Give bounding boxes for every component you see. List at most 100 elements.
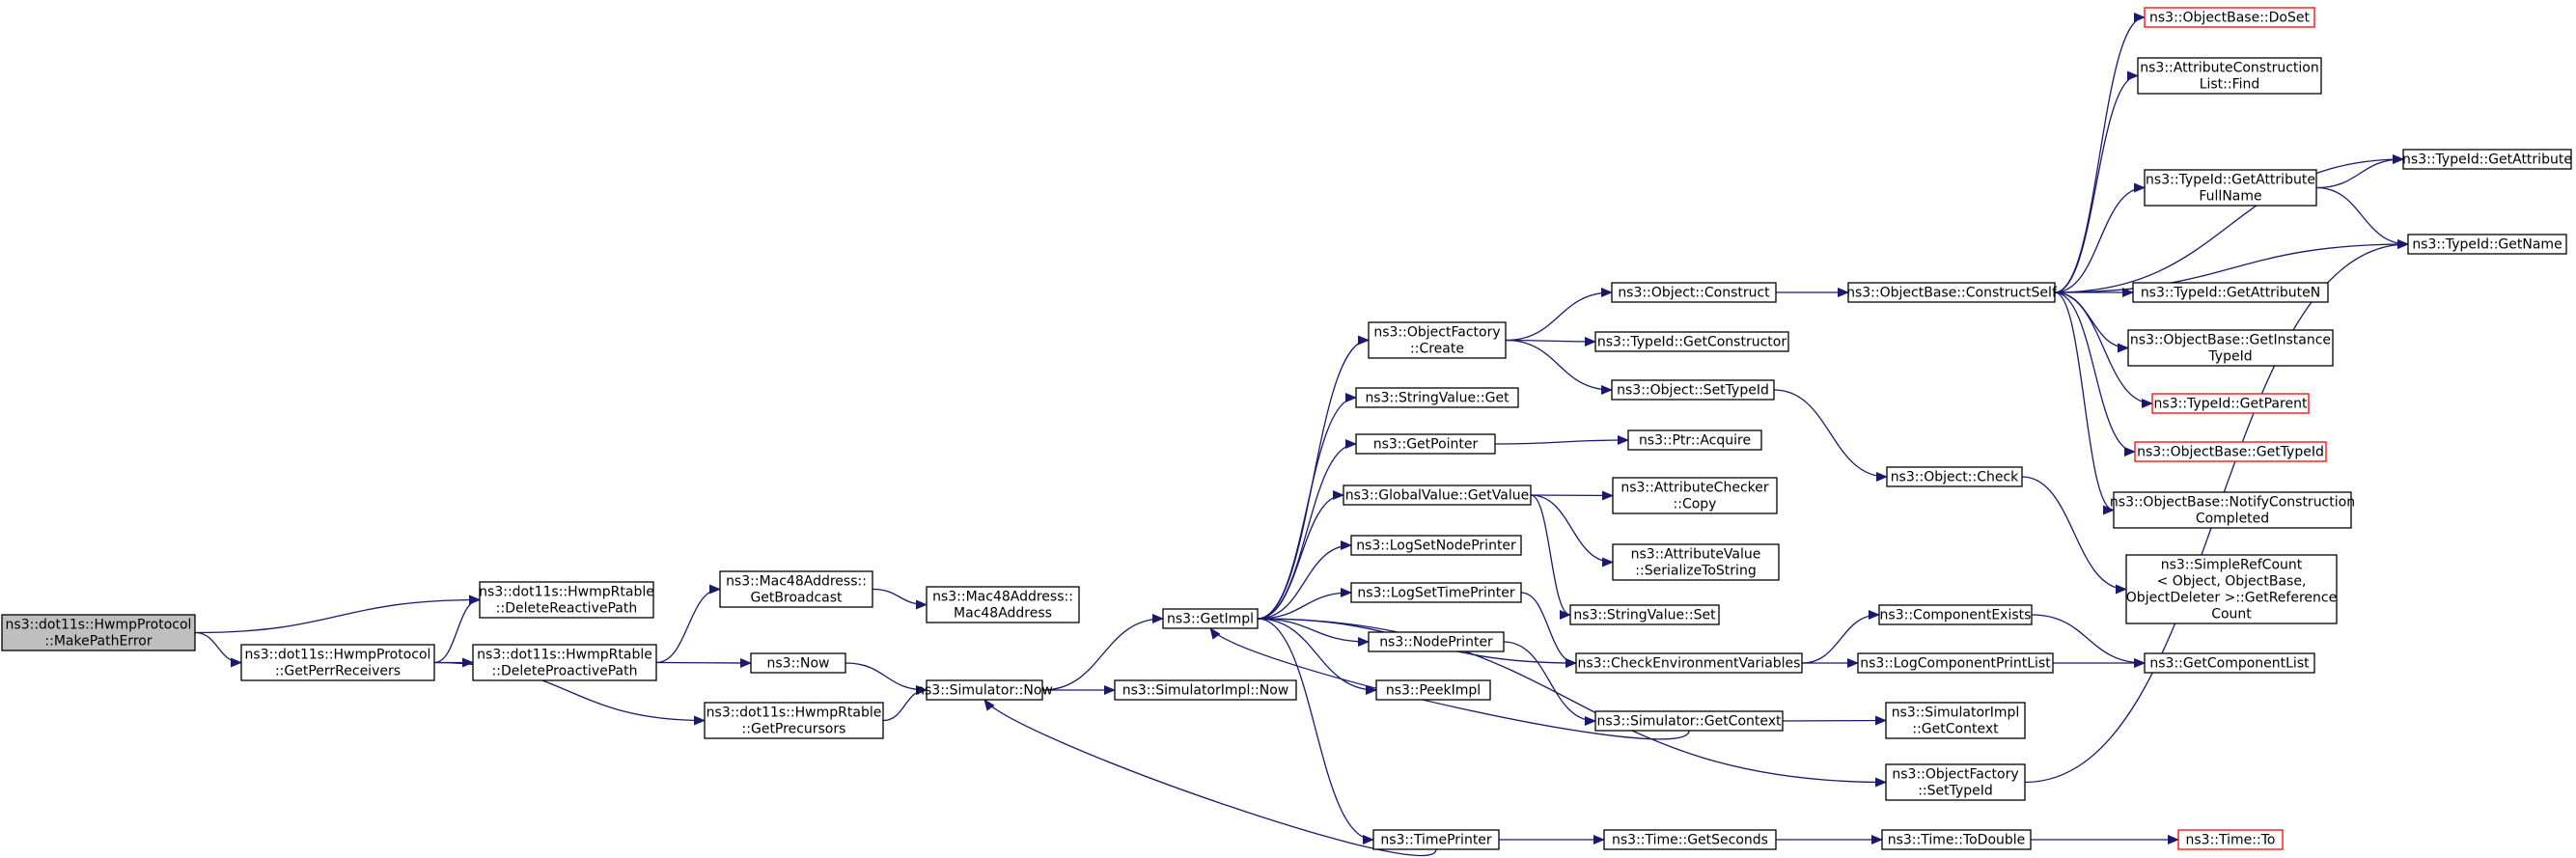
node-log-set-node-printer[interactable]: ns3::LogSetNodePrinter <box>1350 535 1522 556</box>
edge-get-impl-to-log-set-time-printer <box>1257 588 1352 620</box>
node-box <box>2402 149 2572 170</box>
node-label-line: ObjectDeleter >::GetReference <box>2126 591 2337 606</box>
node-box <box>926 586 1080 623</box>
node-box <box>2144 169 2317 207</box>
node-label-line: ns3::Object::SetTypeId <box>1617 383 1769 399</box>
node-attribute-value-serialize[interactable]: ns3::AttributeValue::SerializeToString <box>1612 543 1780 581</box>
node-type-id-get-constructor[interactable]: ns3::TypeId::GetConstructor <box>1594 331 1789 352</box>
node-get-impl[interactable]: ns3::GetImpl <box>1162 608 1259 629</box>
node-type-id-get-parent[interactable]: ns3::TypeId::GetParent <box>2151 393 2310 414</box>
node-object-base-notify-construction-completed[interactable]: ns3::ObjectBase::NotifyConstructionCompl… <box>2110 491 2355 529</box>
node-simple-ref-count-get-reference-count[interactable]: ns3::SimpleRefCount< Object, ObjectBase,… <box>2125 554 2338 624</box>
edge-object-factory-create-to-object-set-type-id <box>1505 339 1613 395</box>
edge-object-base-construct-self-to-object-base-notify-construction-completed <box>2054 291 2115 515</box>
node-label-line: ns3::PeekImpl <box>1386 683 1481 699</box>
node-label-line: ns3::SimulatorImpl::Now <box>1122 683 1289 699</box>
edge-simulator-get-context-to-get-impl <box>1209 627 1690 740</box>
node-label-line: ::SetTypeId <box>1918 784 1993 799</box>
node-box <box>1368 631 1505 652</box>
node-label-line: Completed <box>2196 512 2269 527</box>
edge-node-printer-to-simulator-get-context <box>1503 641 1596 726</box>
node-label-line: ns3::ObjectBase::DoSet <box>2149 11 2310 26</box>
node-label-line: ns3::CheckEnvironmentVariables <box>1578 656 1801 672</box>
node-label-line: ns3::TypeId::GetAttribute <box>2402 152 2572 168</box>
node-peek-impl[interactable]: ns3::PeekImpl <box>1375 679 1491 701</box>
node-box <box>719 570 873 608</box>
node-get-pointer[interactable]: ns3::GetPointer <box>1355 433 1496 455</box>
node-box <box>2151 393 2310 414</box>
node-component-exists[interactable]: ns3::ComponentExists <box>1878 604 2033 625</box>
edge-get-impl-to-log-set-node-printer <box>1257 540 1352 620</box>
node-object-set-type-id[interactable]: ns3::Object::SetTypeId <box>1611 379 1775 401</box>
node-delete-reactive-path[interactable]: ns3::dot11s::HwmpRtable::DeleteReactiveP… <box>479 581 654 619</box>
node-object-base-construct-self[interactable]: ns3::ObjectBase::ConstructSelf <box>1846 282 2058 303</box>
edge-object-base-construct-self-to-type-id-get-parent <box>2054 291 2153 408</box>
node-time-printer[interactable]: ns3::TimePrinter <box>1372 829 1500 850</box>
node-object-factory-set-type-id[interactable]: ns3::ObjectFactory::SetTypeId <box>1885 763 2026 801</box>
edge-get-broadcast-to-mac48-address <box>872 588 928 610</box>
edge-get-impl-to-peek-impl <box>1257 618 1377 695</box>
edge-check-env-vars-to-component-exists <box>1801 610 1880 664</box>
edge-simulator-now-to-get-impl <box>1041 614 1164 691</box>
edge-object-base-construct-self-to-type-id-get-attribute <box>2054 154 2404 293</box>
node-time-get-seconds[interactable]: ns3::Time::GetSeconds <box>1603 829 1777 850</box>
node-label-line: ns3::TypeId::GetConstructor <box>1597 335 1787 350</box>
edge-component-exists-to-get-component-list <box>2031 614 2146 668</box>
node-simulator-impl-get-context[interactable]: ns3::SimulatorImpl::GetContext <box>1885 702 2026 739</box>
edge-get-impl-to-string-value-get <box>1257 393 1357 620</box>
node-ptr-acquire[interactable]: ns3::Ptr::Acquire <box>1627 429 1762 451</box>
node-make-path-error[interactable]: ns3::dot11s::HwmpProtocol::MakePathError <box>1 614 196 651</box>
node-box <box>1355 387 1519 408</box>
node-delete-proactive-path[interactable]: ns3::dot11s::HwmpRtable::DeleteProactive… <box>472 644 657 681</box>
node-log-component-print-list[interactable]: ns3::LogComponentPrintList <box>1857 652 2054 674</box>
edge-type-id-get-attribute-full-name-to-type-id-get-attribute <box>2315 154 2404 189</box>
node-box <box>704 702 884 739</box>
node-get-component-list[interactable]: ns3::GetComponentList <box>2144 652 2315 674</box>
node-label-line: ns3::Simulator::Now <box>916 683 1053 699</box>
node-label-line: ns3::TypeId::GetParent <box>2154 397 2308 412</box>
node-check-env-vars[interactable]: ns3::CheckEnvironmentVariables <box>1575 652 1803 674</box>
node-label-line: ns3::ObjectBase::GetTypeId <box>2137 445 2324 460</box>
node-object-factory-create[interactable]: ns3::ObjectFactory::Create <box>1368 321 1507 359</box>
node-get-perr-receivers[interactable]: ns3::dot11s::HwmpProtocol::GetPerrReceiv… <box>240 644 435 681</box>
node-time-to-double[interactable]: ns3::Time::ToDouble <box>1881 829 2032 850</box>
node-object-check[interactable]: ns3::Object::Check <box>1886 466 2023 487</box>
node-log-set-time-printer[interactable]: ns3::LogSetTimePrinter <box>1350 582 1522 603</box>
node-label-line: < Object, ObjectBase, <box>2157 574 2307 590</box>
node-label-line: GetBroadcast <box>750 591 843 606</box>
node-box <box>2144 7 2315 28</box>
node-object-base-do-set[interactable]: ns3::ObjectBase::DoSet <box>2144 7 2315 28</box>
node-label-line: ns3::ObjectFactory <box>1892 767 2018 783</box>
node-box <box>750 652 846 674</box>
edge-object-base-construct-self-to-object-base-do-set <box>2054 13 2146 293</box>
node-type-id-get-name[interactable]: ns3::TypeId::GetName <box>2407 234 2567 255</box>
node-string-value-get[interactable]: ns3::StringValue::Get <box>1355 387 1519 408</box>
node-simulator-now[interactable]: ns3::Simulator::Now <box>916 679 1053 701</box>
node-mac48-address[interactable]: ns3::Mac48Address::Mac48Address <box>926 586 1080 623</box>
node-simulator-impl-now[interactable]: ns3::SimulatorImpl::Now <box>1114 679 1297 701</box>
edge-get-impl-to-global-value-get-value <box>1257 490 1344 620</box>
node-type-id-get-attribute[interactable]: ns3::TypeId::GetAttribute <box>2402 149 2572 170</box>
node-time-to[interactable]: ns3::Time::To <box>2177 829 2284 850</box>
node-global-value-get-value[interactable]: ns3::GlobalValue::GetValue <box>1343 484 1532 506</box>
node-object-construct[interactable]: ns3::Object::Construct <box>1611 282 1777 303</box>
node-get-broadcast[interactable]: ns3::Mac48Address::GetBroadcast <box>719 570 873 608</box>
node-box <box>926 679 1043 701</box>
node-label-line: ::SerializeToString <box>1635 564 1756 579</box>
node-simulator-get-context[interactable]: ns3::Simulator::GetContext <box>1594 710 1784 732</box>
node-label-line: ::DeleteReactivePath <box>496 601 637 617</box>
node-type-id-get-attribute-n[interactable]: ns3::TypeId::GetAttributeN <box>2132 282 2329 303</box>
node-label-line: ::GetContext <box>1912 722 1999 737</box>
edge-now-to-simulator-now <box>845 662 928 695</box>
edge-object-factory-create-to-object-construct <box>1505 288 1613 342</box>
node-attribute-checker-copy[interactable]: ns3::AttributeChecker::Copy <box>1612 477 1778 514</box>
node-node-printer[interactable]: ns3::NodePrinter <box>1368 631 1505 652</box>
node-now[interactable]: ns3::Now <box>750 652 846 674</box>
node-get-precursors[interactable]: ns3::dot11s::HwmpRtable::GetPrecursors <box>704 702 884 739</box>
node-object-base-get-type-id[interactable]: ns3::ObjectBase::GetTypeId <box>2134 441 2327 462</box>
node-box <box>1603 829 1777 850</box>
node-string-value-set[interactable]: ns3::StringValue::Set <box>1569 604 1720 625</box>
